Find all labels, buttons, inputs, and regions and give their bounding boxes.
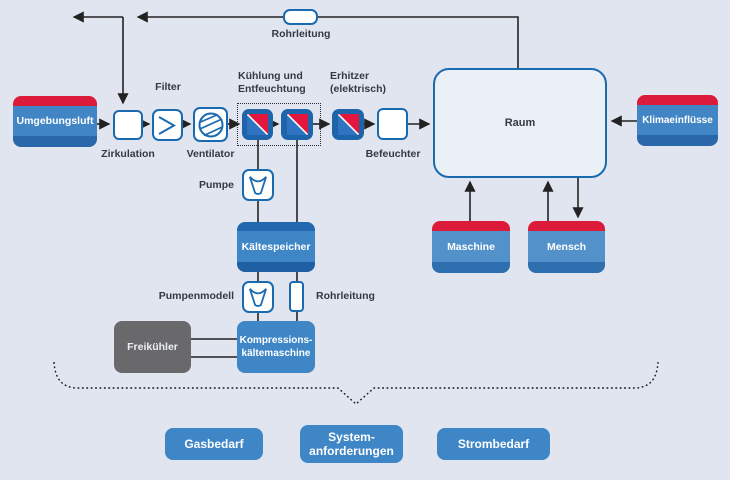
heater-label-line1: Erhitzer [330,70,370,82]
pipe-top-label: Rohrleitung [271,28,331,40]
strombedarf-label: Strombedarf [457,437,530,451]
pumpenmodell-label: Pumpenmodell [158,290,234,302]
cooling-section-label: Kühlung und Entfeuchtung [238,70,328,96]
cooling-coil-icon-2 [281,109,313,140]
freikuehler-box: Freikühler [114,321,191,373]
ventilator-label: Ventilator [186,148,235,160]
cooling-label-line2: Entfeuchtung [238,83,306,95]
heater-icon [332,109,364,140]
heater-label: Erhitzer (elektrisch) [330,70,410,96]
gasbedarf-label: Gasbedarf [184,437,244,451]
gasbedarf-button: Gasbedarf [165,428,263,460]
heater-label-line2: (elektrisch) [330,83,387,95]
mensch-label: Mensch [546,240,587,253]
return-pipe [136,11,519,70]
zirkulation-label: Zirkulation [101,148,155,160]
kompressionskaeltemaschine-box: Kompressions- kältemaschine [237,321,315,373]
kaeltespeicher-label: Kältespeicher [241,240,311,253]
filter-label: Filter [155,81,181,93]
klimaeinfluesse-box: Klimaeinflüsse [637,95,718,146]
filter-icon [152,109,183,141]
pump-icon [242,169,274,201]
systemanforderungen-button: System- anforderungen [300,425,403,463]
raum-label: Raum [504,117,536,129]
system-label-line2: anforderungen [309,444,394,458]
ventilator-icon [193,107,228,142]
zirkulation-box [113,110,143,140]
kkm-label: Kompressions- kältemaschine [240,334,313,360]
befeuchter-box [377,108,408,140]
kaeltespeicher-box: Kältespeicher [237,222,315,272]
pipe-component-vertical [289,281,304,312]
maschine-box: Maschine [432,221,510,273]
pump-model-icon [242,281,274,313]
strombedarf-button: Strombedarf [437,428,550,460]
befeuchter-label: Befeuchter [365,148,421,160]
system-label: System- anforderungen [309,430,394,458]
kkm-label-line1: Kompressions- [239,335,313,346]
cooling-section-dashed-box [237,103,321,146]
pipe-mid-label: Rohrleitung [316,290,375,302]
raum-box: Raum [433,68,607,178]
umgebungsluft-box: Umgebungsluft [13,96,97,147]
freikuehler-label: Freikühler [127,340,178,353]
klimaeinfluesse-label: Klimaeinflüsse [642,115,713,126]
pumpe-label: Pumpe [198,179,234,191]
pipe-component-top [283,9,318,25]
maschine-label: Maschine [447,240,495,253]
kkm-label-line2: kältemaschine [241,348,311,359]
system-label-line1: System- [328,430,375,444]
mensch-box: Mensch [528,221,605,273]
cooling-coil-icon-1 [242,109,273,140]
cooling-label-line1: Kühlung und [238,70,303,82]
umgebungsluft-label: Umgebungsluft [16,115,94,127]
